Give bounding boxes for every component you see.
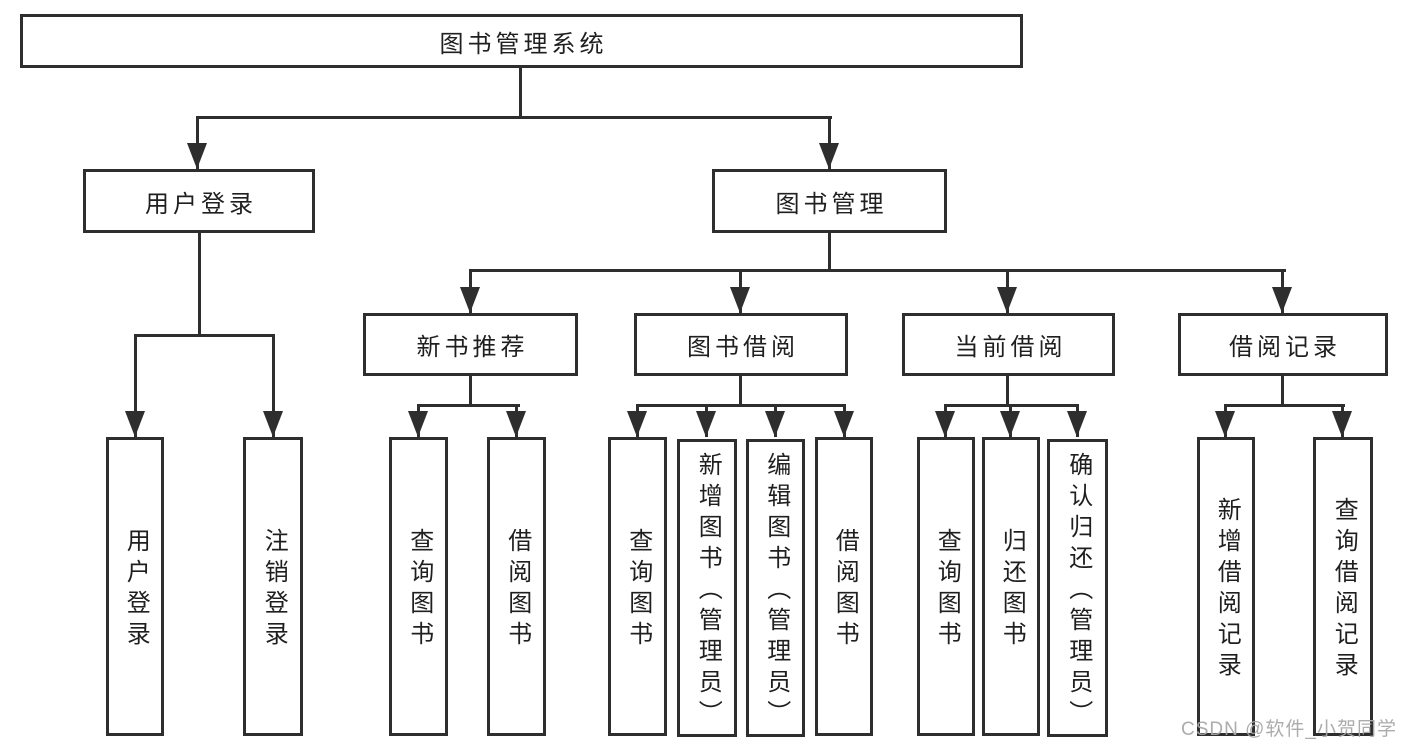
arrowhead-bb-1 bbox=[627, 411, 647, 437]
connector-records-stem bbox=[1281, 376, 1284, 406]
connector-login-stem bbox=[198, 233, 201, 336]
leaf-cb-confirm-return-admin-label: 确认归还（管理员） bbox=[1064, 452, 1092, 731]
connector-management-rail bbox=[469, 269, 1286, 272]
node-current-borrowing: 当前借阅 bbox=[902, 313, 1115, 376]
node-book-borrowing-label: 图书借阅 bbox=[687, 334, 799, 361]
node-book-management: 图书管理 bbox=[712, 169, 947, 233]
leaf-bb-edit-books-admin-label: 编辑图书（管理员） bbox=[762, 452, 790, 731]
connector-management-stem bbox=[828, 233, 831, 272]
connector-root-rail bbox=[196, 116, 832, 119]
arrowhead-nb-2 bbox=[506, 411, 526, 437]
node-root: 图书管理系统 bbox=[20, 14, 1023, 68]
leaf-logout-label: 注销登录 bbox=[260, 528, 288, 652]
node-borrow-records-label: 借阅记录 bbox=[1229, 334, 1341, 361]
arrowhead-br-1 bbox=[1215, 411, 1235, 437]
arrowhead-login-child-1 bbox=[125, 411, 145, 437]
leaf-bb-query-books-label: 查询图书 bbox=[624, 528, 652, 652]
connector-root-stem bbox=[519, 68, 522, 117]
arrowhead-records bbox=[1272, 287, 1292, 313]
node-root-label: 图书管理系统 bbox=[439, 30, 608, 58]
connector-login-rail bbox=[134, 334, 275, 337]
leaf-bb-query-books: 查询图书 bbox=[608, 437, 667, 736]
leaf-user-login-label: 用户登录 bbox=[122, 528, 150, 652]
leaf-cb-query-books-label: 查询图书 bbox=[933, 528, 961, 652]
leaf-cb-confirm-return-admin: 确认归还（管理员） bbox=[1047, 439, 1108, 737]
node-new-book-recommend-label: 新书推荐 bbox=[416, 334, 529, 361]
leaf-bb-borrow-books-label: 借阅图书 bbox=[831, 528, 859, 652]
connector-records-rail bbox=[1224, 404, 1345, 407]
connector-drop-login bbox=[196, 116, 199, 169]
leaf-nb-borrow-books: 借阅图书 bbox=[487, 437, 546, 736]
arrowhead-br-2 bbox=[1332, 411, 1352, 437]
leaf-cb-return-books-label: 归还图书 bbox=[998, 528, 1026, 652]
leaf-br-query-record-label: 查询借阅记录 bbox=[1330, 497, 1358, 683]
arrowhead-cb-3 bbox=[1067, 411, 1087, 437]
node-user-login-label: 用户登录 bbox=[145, 190, 257, 218]
arrowhead-cb-2 bbox=[1000, 411, 1020, 437]
arrowhead-new-books bbox=[460, 287, 480, 313]
arrowhead-current bbox=[997, 287, 1017, 313]
connector-new-books-rail bbox=[417, 404, 520, 407]
node-book-borrowing: 图书借阅 bbox=[634, 313, 848, 376]
arrowhead-nb-1 bbox=[408, 411, 428, 437]
arrowhead-bb-4 bbox=[834, 411, 854, 437]
node-borrow-records: 借阅记录 bbox=[1178, 313, 1388, 376]
arrowhead-login bbox=[187, 143, 207, 169]
leaf-br-add-record: 新增借阅记录 bbox=[1197, 437, 1255, 736]
connector-drop-login-child-2 bbox=[272, 334, 275, 437]
arrowhead-bb-3 bbox=[765, 411, 785, 437]
leaf-nb-query-books: 查询图书 bbox=[389, 437, 448, 736]
leaf-br-add-record-label: 新增借阅记录 bbox=[1213, 497, 1241, 683]
leaf-cb-return-books: 归还图书 bbox=[982, 437, 1040, 736]
node-book-management-label: 图书管理 bbox=[775, 190, 888, 218]
arrowhead-borrowing bbox=[730, 287, 750, 313]
connector-drop-login-child-1 bbox=[134, 334, 137, 437]
connector-new-books-stem bbox=[469, 376, 472, 406]
leaf-cb-query-books: 查询图书 bbox=[917, 437, 975, 736]
leaf-bb-add-books-admin-label: 新增图书（管理员） bbox=[694, 452, 722, 731]
connector-current-stem bbox=[1006, 376, 1009, 406]
leaf-bb-add-books-admin: 新增图书（管理员） bbox=[677, 439, 737, 737]
connector-drop-management bbox=[828, 116, 831, 169]
leaf-user-login: 用户登录 bbox=[106, 437, 164, 736]
arrowhead-management bbox=[819, 143, 839, 169]
node-new-book-recommend: 新书推荐 bbox=[363, 313, 578, 376]
arrowhead-login-child-2 bbox=[263, 411, 283, 437]
csdn-watermark: CSDN @软件_小贺同学 bbox=[1181, 719, 1397, 740]
node-current-borrowing-label: 当前借阅 bbox=[954, 334, 1067, 361]
connector-borrowing-rail bbox=[636, 404, 846, 407]
leaf-nb-borrow-books-label: 借阅图书 bbox=[503, 528, 531, 652]
leaf-br-query-record: 查询借阅记录 bbox=[1313, 437, 1373, 736]
leaf-logout: 注销登录 bbox=[243, 437, 303, 736]
connector-borrowing-stem bbox=[739, 376, 742, 406]
leaf-bb-borrow-books: 借阅图书 bbox=[815, 437, 873, 736]
arrowhead-bb-2 bbox=[696, 411, 716, 437]
arrowhead-cb-1 bbox=[935, 411, 955, 437]
leaf-bb-edit-books-admin: 编辑图书（管理员） bbox=[746, 439, 805, 737]
leaf-nb-query-books-label: 查询图书 bbox=[405, 528, 433, 652]
node-user-login: 用户登录 bbox=[83, 169, 315, 233]
